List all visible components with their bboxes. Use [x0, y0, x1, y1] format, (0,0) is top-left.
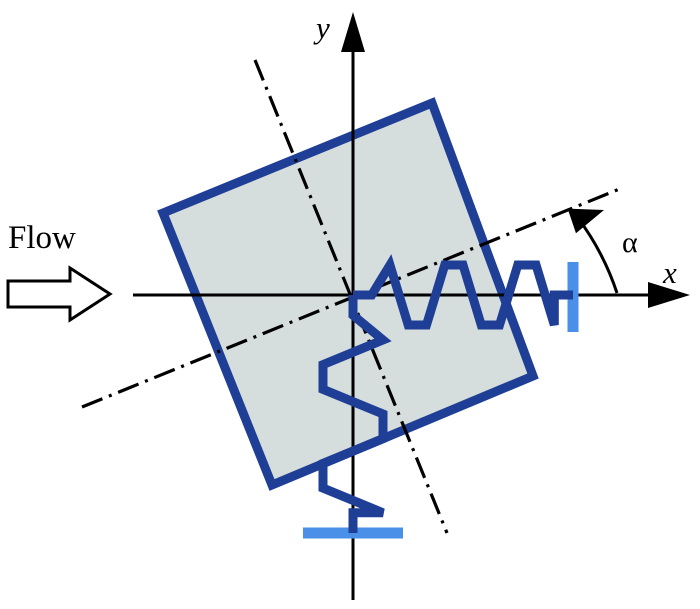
y-axis-label: y: [313, 10, 330, 45]
flow-direction-arrow: [6, 265, 113, 323]
vertical-spring: [318, 295, 392, 533]
angle-of-attack-label: α: [622, 226, 638, 259]
flow-label: Flow: [8, 220, 76, 256]
x-axis-label: x: [662, 255, 677, 290]
y-axis-arrowhead: [341, 12, 365, 52]
angle-of-attack-arc: [577, 217, 619, 294]
x-axis-arrowhead: [648, 282, 690, 308]
horizontal-spring: [353, 254, 573, 330]
angle-of-attack-arrowhead: [567, 208, 604, 234]
